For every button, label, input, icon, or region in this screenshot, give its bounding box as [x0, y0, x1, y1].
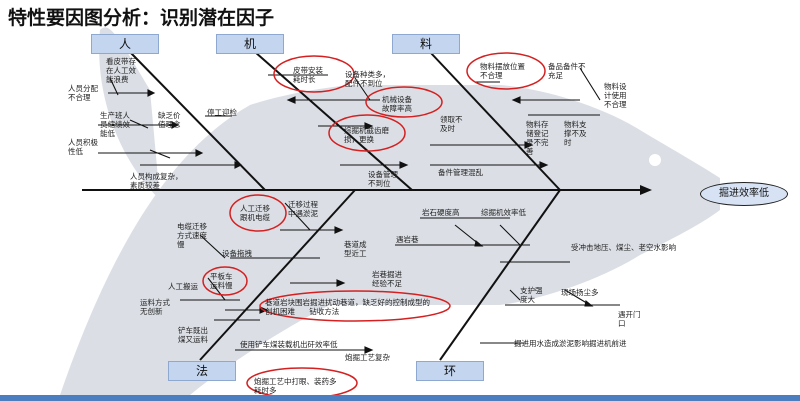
category-machine: 机: [216, 34, 284, 54]
bone-method: [199, 189, 356, 361]
bone-environment: [439, 189, 561, 361]
cause-label: 机械设备 故障率高: [382, 95, 412, 113]
cause-label: 铲车既出 煤又运料: [178, 326, 208, 344]
cause-label: 炮掘工艺复杂: [345, 353, 390, 362]
machine-branches: [268, 74, 409, 169]
cause-label: 人员分配 不合理: [68, 84, 98, 102]
spine-arrow: [640, 185, 652, 195]
cause-label: 停工迎检: [207, 108, 237, 117]
cause-label: 设备种类多， 配件不到位: [345, 70, 390, 88]
highlight-ellipse: [229, 194, 287, 232]
cause-label: 人员构成复杂， 素质较差: [130, 172, 183, 190]
cause-label: 人工迁移 跟机电缆: [240, 204, 270, 222]
category-people: 人: [91, 34, 159, 54]
highlight-ellipse: [328, 114, 406, 152]
bone-people: [129, 51, 266, 191]
cause-label: 平板车 运料慢: [210, 272, 233, 290]
highlight-ellipse: [202, 266, 248, 296]
category-environment: 环: [416, 361, 484, 381]
category-method: 法: [168, 361, 236, 381]
cause-label: 使用铲车煤装载机出矸效率低: [240, 340, 338, 349]
cause-label: 支护强 度大: [520, 286, 543, 304]
cause-label: 运料方式 无创新: [140, 298, 170, 316]
cause-label: 设备拖拽: [222, 249, 252, 258]
cause-label: 综掘机效率低: [481, 208, 526, 217]
method-branches: [180, 202, 374, 354]
cause-label: 综掘机截齿磨 损，更换: [344, 126, 389, 144]
cause-label: 生产班人 员缩绩效 能低: [100, 111, 130, 138]
cause-label: 巷道成 型近工: [344, 240, 367, 258]
cause-label: 遇开门 口: [618, 310, 641, 328]
cause-label: 遇岩巷: [396, 235, 419, 244]
bottom-accent-bar: [0, 395, 800, 401]
fish-eye-shape: [649, 154, 661, 166]
cause-label: 掘进用水造成淤泥影响掘进机前进: [514, 339, 627, 348]
highlight-ellipse: [259, 290, 451, 322]
cause-label: 物料存 储登记 录不完 善: [526, 120, 549, 156]
cause-label: 物料支 撑不及 时: [564, 120, 587, 147]
cause-label: 岩石硬度高: [422, 208, 460, 217]
cause-label: 备品备件不 充足: [548, 62, 586, 80]
cause-label: 炮掘工艺中打眼、装药多 耗时多: [254, 377, 337, 395]
effect-head: 掘进效率低: [700, 182, 788, 206]
cause-label: 领取不 及时: [440, 115, 463, 133]
highlight-ellipse: [365, 86, 443, 118]
fish-tail-shape: [99, 27, 160, 200]
cause-label: 缺乏价 值理念: [158, 111, 181, 129]
people-branches: [98, 77, 243, 169]
cause-label: 物料设 计使用 不合理: [604, 82, 627, 109]
cause-label: 看皮带存 在人工效 能浪费: [106, 57, 136, 84]
cause-label: 岩巷掘进 经验不足: [372, 270, 402, 288]
highlight-ellipse: [466, 52, 546, 90]
cause-label: 现场扬尘多: [561, 288, 599, 297]
cause-label: 电缆迁移 方式速度 慢: [177, 222, 207, 249]
highlight-ellipse: [273, 55, 355, 93]
fish-silhouette: [60, 85, 720, 395]
cause-label: 迁移过程 中遇淤泥: [288, 200, 318, 218]
cause-label: 受冲击地压、煤尘、老空水影响: [571, 243, 676, 252]
environment-branches: [395, 217, 620, 344]
cause-label: 皮带安装 耗时长: [293, 66, 323, 84]
cause-label: 人员积极 性低: [68, 138, 98, 156]
cause-label: 物料摆放位置 不合理: [480, 62, 525, 80]
category-material: 料: [392, 34, 460, 54]
page-title: 特性要因图分析：识别潜在因子: [8, 7, 275, 29]
bone-material: [429, 51, 561, 191]
cause-label: 备件管理混乱: [438, 168, 483, 177]
material-branches: [430, 67, 601, 169]
cause-label: 设备管理 不到位: [368, 170, 398, 188]
cause-label: 巷道岩块围岩掘进扰动巷道，缺乏好的控制成型的 创机困难 钻收方法: [265, 298, 430, 316]
cause-label: 人工搬运: [168, 282, 198, 291]
